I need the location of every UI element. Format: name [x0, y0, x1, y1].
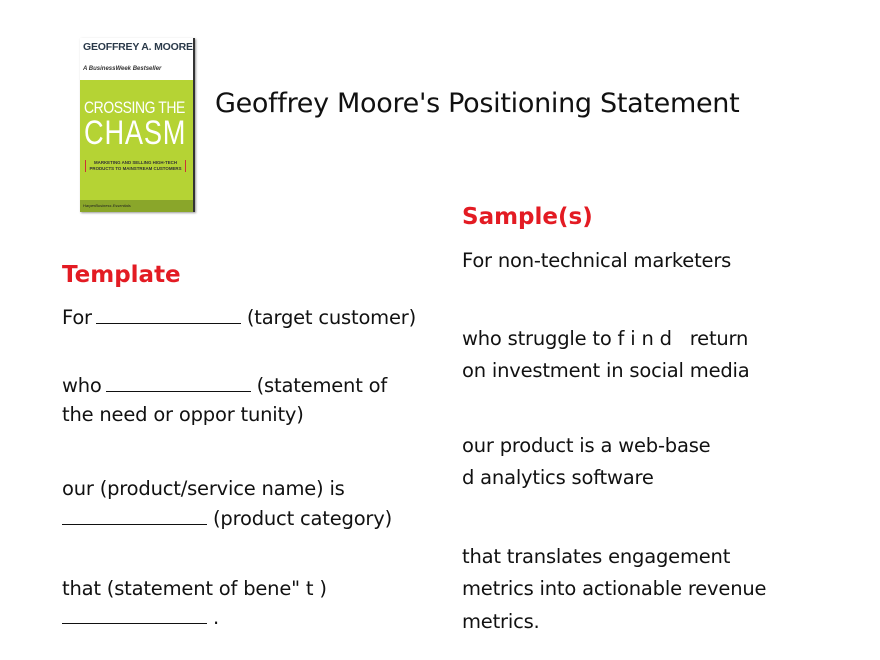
sample-line: d analytics software: [462, 466, 654, 489]
blank-underline: [105, 390, 251, 392]
book-badge: A BusinessWeek Bestseller: [83, 66, 162, 72]
book-title-1: CROSSING THE: [84, 98, 185, 117]
line-text: (statement of: [256, 374, 388, 397]
slide-title: Geoffrey Moore's Positioning Statement: [215, 88, 740, 119]
line-text: who: [62, 374, 102, 397]
template-heading: Template: [62, 262, 181, 288]
template-line: For (target customer): [62, 306, 416, 329]
sample-line: that translates engagement: [462, 545, 731, 568]
sample-line: For non-technical marketers: [462, 249, 732, 272]
book-green-panel: CROSSING THE CHASM MARKETING AND SELLING…: [80, 80, 193, 200]
sample-line: who struggle to f i n d return: [462, 327, 749, 350]
book-subtitle: MARKETING AND SELLING HIGH-TECH PRODUCTS…: [85, 160, 186, 172]
template-line: our (product/service name) is: [62, 477, 345, 500]
sample-line: our product is a web-base: [462, 434, 711, 457]
sample-line: metrics.: [462, 610, 540, 633]
line-text: (product category): [213, 507, 392, 530]
sample-line: on investment in social media: [462, 359, 750, 382]
blank-underline: [62, 523, 207, 525]
sample-line: metrics into actionable revenue: [462, 577, 767, 600]
line-text: .: [213, 606, 219, 629]
blank-underline: [95, 322, 241, 324]
sample-heading: Sample(s): [462, 204, 593, 230]
template-line: (product category): [58, 507, 392, 530]
line-text: For: [62, 306, 92, 329]
book-cover-image: GEOFFREY A. MOORE A BusinessWeek Bestsel…: [80, 38, 195, 212]
book-author: GEOFFREY A. MOORE: [83, 41, 193, 53]
line-text: (target customer): [246, 306, 417, 329]
template-line: .: [58, 606, 219, 629]
blank-underline: [62, 622, 207, 624]
book-title-2: CHASM: [84, 114, 187, 152]
template-line: who (statement of: [62, 374, 387, 397]
template-line: the need or oppor tunity): [62, 403, 304, 426]
template-line: that (statement of bene" t ): [62, 577, 327, 600]
book-publisher: HarperBusiness Essentials: [80, 200, 193, 212]
